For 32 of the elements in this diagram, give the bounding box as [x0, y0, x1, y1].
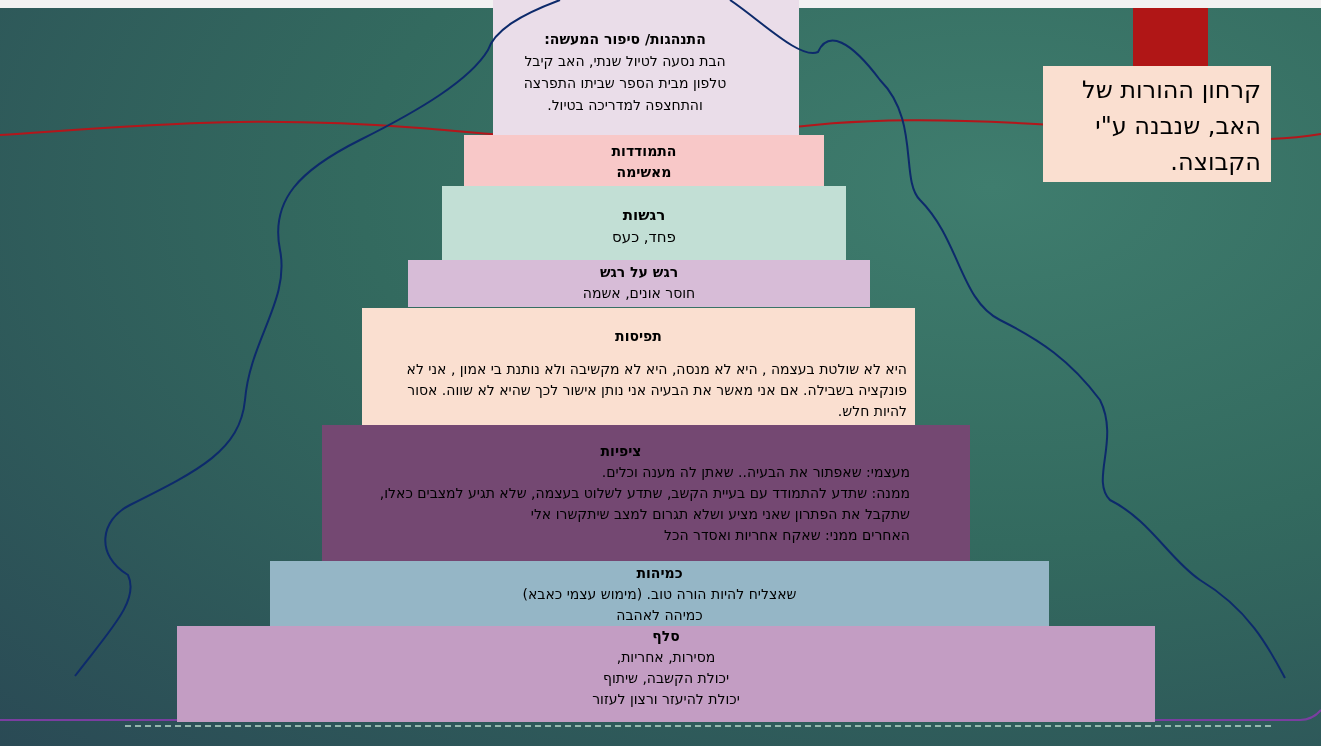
- tab-marker: [1133, 8, 1208, 66]
- iceberg-layer: [322, 425, 970, 561]
- layer-text: חוסר אונים, אשמה: [581, 284, 697, 303]
- layer-heading: התמודדות: [610, 142, 678, 161]
- layer-text: מסירות, אחריות,: [615, 648, 717, 667]
- layer-heading: תפיסות: [614, 327, 663, 346]
- layer-text: האחרים ממני: שאקח אחריות ואסדר הכל: [663, 526, 910, 545]
- layer-text: כמיהה לאהבה: [615, 606, 704, 625]
- layer-heading: התנהגות/ סיפור המעשה:: [543, 30, 707, 49]
- iceberg-layer: [408, 260, 870, 307]
- layer-text: ממנה: שתדע להתמודד עם בעיית הקשב, שתדע לשלוט בעצמה, שלא תגיע למצבים כאלו, שתקבל את הפתרון שאני מציע ושלא תגרום למצב שיתקשרו אלי: [378, 484, 910, 524]
- layer-text: הבת נסעה לטיול שנתי, האב קיבל טלפון מבית הספר שביתו התפרצה והתחצפה למדריכה בטיול.: [522, 52, 728, 115]
- title-note: [1043, 66, 1271, 182]
- iceberg-layer: [362, 308, 915, 425]
- layer-text: יכולת הקשבה, שיתוף: [601, 669, 731, 688]
- iceberg-layer: [177, 626, 1155, 722]
- iceberg-layer: [464, 135, 824, 186]
- layer-heading: ציפיות: [599, 442, 643, 461]
- layer-text: מאשימה: [615, 163, 673, 182]
- title-text: קרחון ההורות של האב, שנבנה ע"י הקבוצה.: [1081, 75, 1261, 178]
- layer-heading: רגשות: [621, 205, 667, 226]
- layer-text: היא לא שולטת בעצמה , היא לא מנסה, היא לא מקשיבה ולא נותנת בי אמון , אני לא פונקציה בשבילה. אם אני מאשר את הבעיה אני נותן אישור לכך שהיא לא שווה. אסור להיות חלש.: [405, 360, 907, 421]
- layer-text: מעצמי: שאפתור את הבעיה.. שאתן לה מענה וכלים.: [600, 463, 910, 482]
- layer-heading: כמיהות: [635, 564, 684, 583]
- layer-heading: סלף: [651, 627, 681, 646]
- iceberg-layer: [270, 561, 1049, 626]
- iceberg-layer: [442, 186, 846, 260]
- layer-text: פחד, כעס: [611, 227, 677, 248]
- layer-text: יכולת להיעזר ורצון לעזור: [591, 690, 741, 709]
- layer-heading: רגש על רגש: [598, 263, 680, 282]
- iceberg-layer: [493, 0, 799, 135]
- layer-text: שאצליח להיות הורה טוב. (מימוש עצמי כאבא): [521, 585, 798, 604]
